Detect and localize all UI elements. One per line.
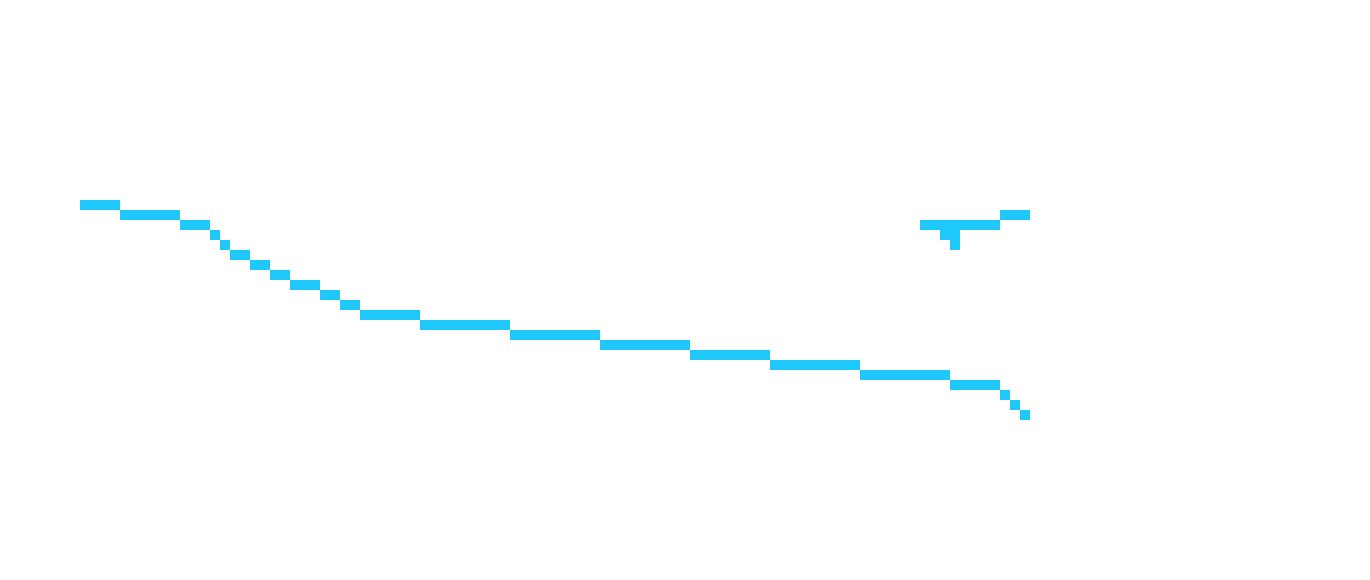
- track-segment: [230, 250, 250, 260]
- marker-segment: [950, 240, 960, 250]
- track-segment: [250, 260, 270, 270]
- track-segment: [1020, 410, 1030, 420]
- track-segment: [80, 200, 120, 210]
- track-segment: [290, 280, 320, 290]
- track-segment: [340, 300, 360, 310]
- track-segment: [360, 310, 420, 320]
- track-segment: [320, 290, 340, 300]
- marker-segment: [940, 230, 960, 240]
- track-segment: [600, 340, 690, 350]
- marker-segment: [1000, 210, 1030, 220]
- track-segment: [210, 230, 220, 240]
- track-segment: [420, 320, 510, 330]
- track-segment: [270, 270, 290, 280]
- track-segment: [950, 380, 1000, 390]
- track-segment: [690, 350, 770, 360]
- track-segment: [180, 220, 210, 230]
- track-segment: [860, 370, 950, 380]
- track-segment: [1000, 390, 1010, 400]
- marker-segment: [920, 220, 1000, 230]
- track-segment: [120, 210, 180, 220]
- track-segment: [770, 360, 860, 370]
- track-segment: [510, 330, 600, 340]
- track-segment: [1010, 400, 1020, 410]
- track-segment: [220, 240, 230, 250]
